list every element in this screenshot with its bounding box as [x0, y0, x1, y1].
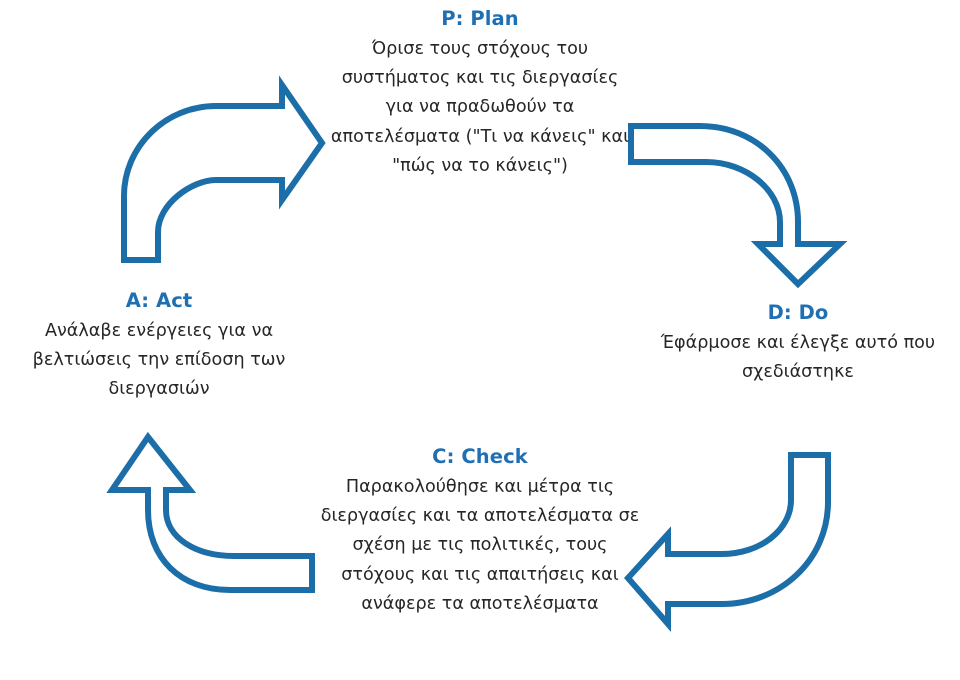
stage-block-act: A: Act Ανάλαβε ενέργειες για να βελτιώσε…: [4, 288, 314, 405]
curved-arrow-act-to-plan: [121, 75, 326, 263]
stage-body-act: Ανάλαβε ενέργειες για να βελτιώσεις την …: [32, 321, 286, 400]
stage-title-act: A: Act: [125, 289, 193, 312]
curved-arrow-do-to-check: [623, 452, 831, 633]
stage-block-plan: P: Plan Όρισε τους στόχους του συστήματο…: [330, 6, 630, 181]
stage-block-check: C: Check Παρακολούθησε και μέτρα τις διε…: [320, 444, 640, 619]
stage-title-plan: P: Plan: [441, 7, 519, 30]
stage-body-do: Έφάρμοσε και έλεγξε αυτό που σχεδιάστηκε: [660, 333, 936, 383]
curved-arrow-check-to-act: [106, 431, 315, 593]
curved-arrow-plan-to-do: [628, 123, 848, 289]
stage-body-plan: Όρισε τους στόχους του συστήματος και τι…: [330, 39, 630, 176]
stage-title-do: D: Do: [767, 301, 829, 324]
stage-title-check: C: Check: [432, 445, 528, 468]
stage-block-do: D: Do Έφάρμοσε και έλεγξε αυτό που σχεδι…: [648, 300, 948, 387]
stage-body-check: Παρακολούθησε και μέτρα τις διεργασίες κ…: [320, 477, 640, 614]
